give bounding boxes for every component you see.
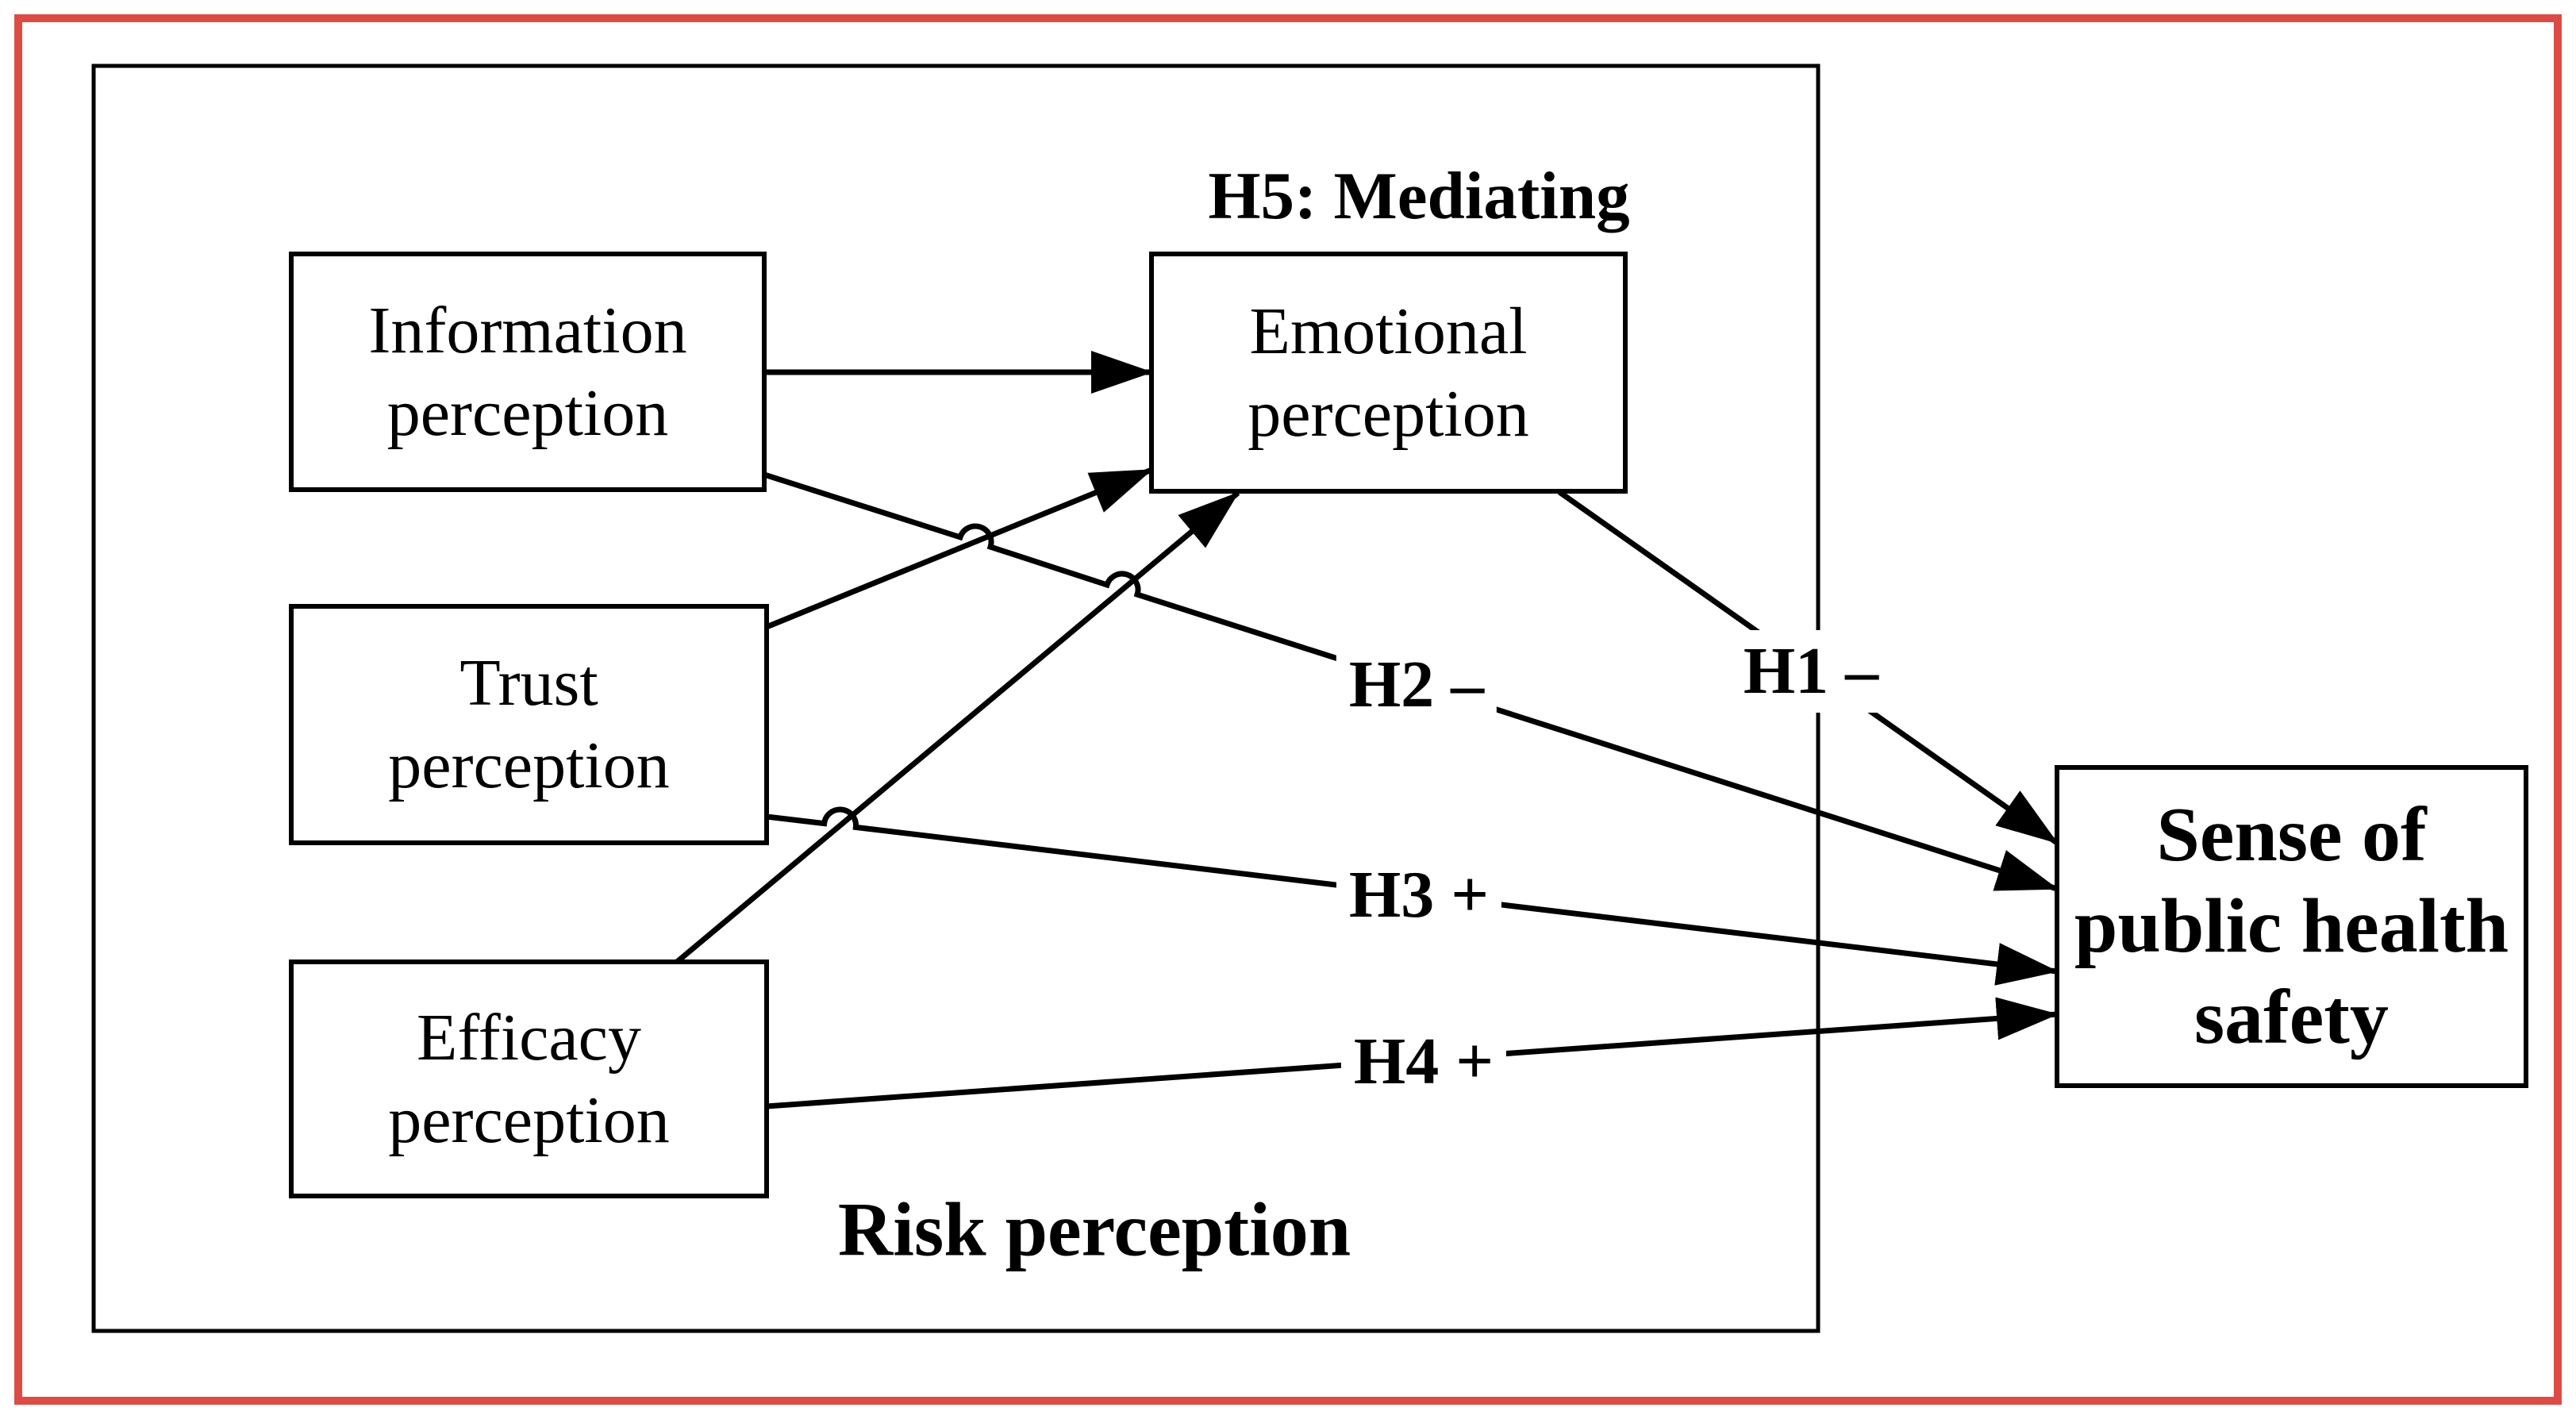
h4-label: H4 + — [1340, 1021, 1507, 1103]
arrow-efficacy-to-emotional — [675, 490, 1240, 964]
sense-of-public-health-safety-box — [2055, 765, 2528, 1088]
efficacy-perception-box — [289, 959, 769, 1198]
information-perception-box — [289, 252, 767, 492]
arrow-h3-trust-to-sense — [766, 806, 2059, 986]
emotional-perception-box — [1149, 252, 1628, 494]
figure-red-border — [14, 14, 2562, 1405]
trust-perception-box — [289, 604, 769, 845]
trust-perception-label: Trust perception — [388, 646, 670, 802]
arrow-h2-information-to-sense — [763, 471, 2059, 892]
risk-perception-label: Risk perception — [837, 1186, 1351, 1272]
h2-label: H2 – — [1336, 644, 1498, 726]
sense-of-public-health-safety-label: Sense of public health safety — [2074, 792, 2509, 1060]
information-perception-label: Information perception — [368, 293, 687, 450]
emotional-perception-label: Emotional perception — [1248, 294, 1529, 451]
arrow-trust-to-emotional — [765, 467, 1153, 630]
efficacy-perception-label: Efficacy perception — [388, 1000, 670, 1157]
h3-label: H3 + — [1336, 854, 1502, 936]
h5-mediating-label: H5: Mediating — [1208, 159, 1630, 233]
h1-label: H1 – — [1730, 630, 1892, 713]
